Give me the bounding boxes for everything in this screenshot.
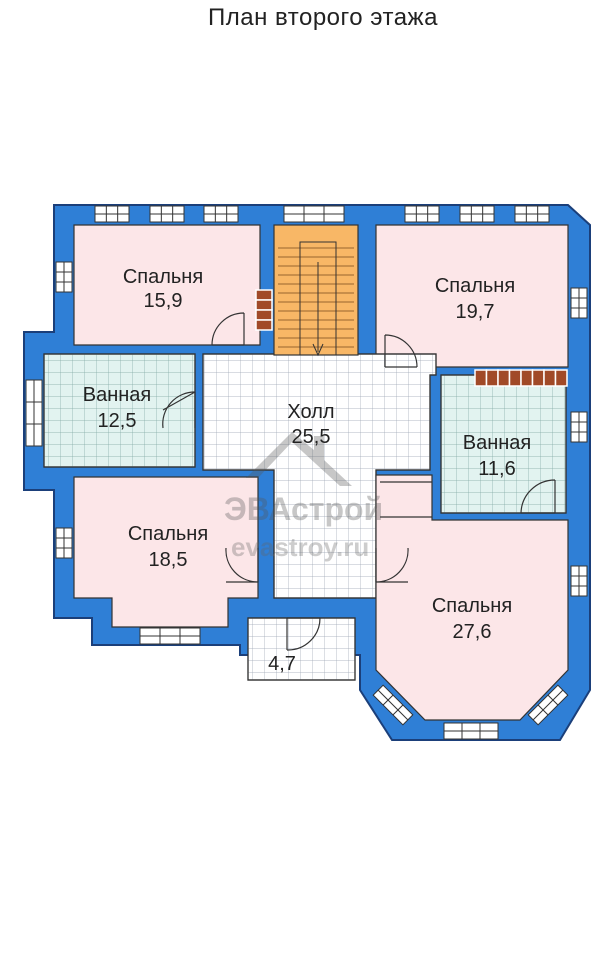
label-bedroom-sw-name: Спальня <box>128 523 208 545</box>
label-hall-area: 25,5 <box>292 426 331 448</box>
chimney-brick <box>255 319 273 331</box>
chimney-brick <box>554 369 568 387</box>
label-bedroom-nw-area: 15,9 <box>144 290 183 312</box>
chimney-brick <box>255 309 273 321</box>
watermark: ЭВАстрой evastroy.ru <box>224 432 383 562</box>
window <box>283 205 345 223</box>
door-bedroom-sw <box>225 547 259 583</box>
label-hall-name: Холл <box>287 401 334 423</box>
window <box>514 205 550 223</box>
window <box>94 205 130 223</box>
window <box>149 205 185 223</box>
watermark-roof-icon <box>246 432 352 486</box>
label-bedroom-se-name: Спальня <box>432 595 512 617</box>
window <box>570 411 588 443</box>
stair-direction-arrow <box>299 241 337 357</box>
window <box>570 287 588 319</box>
doors <box>162 312 556 651</box>
chimney-brick <box>497 369 511 387</box>
label-bath-e-area: 11,6 <box>478 458 515 480</box>
label-bedroom-ne-area: 19,7 <box>456 301 495 323</box>
page-title: План второго этажа <box>208 4 438 31</box>
label-bath-e-name: Ванная <box>463 432 532 454</box>
floor-tile-grid <box>247 617 356 681</box>
room-bedroom-nw <box>73 224 261 346</box>
chimney-brick <box>531 369 545 387</box>
label-bedroom-nw-name: Спальня <box>123 266 203 288</box>
chimney-nw <box>255 289 273 331</box>
window <box>139 627 201 645</box>
label-bath-w-name: Ванная <box>83 384 152 406</box>
chimney-brick <box>485 369 499 387</box>
door-bedroom-se <box>375 547 409 583</box>
label-bedroom-ne-name: Спальня <box>435 275 515 297</box>
chimney-brick <box>508 369 522 387</box>
window <box>404 205 440 223</box>
door-balcony <box>286 617 321 651</box>
hall-nook <box>380 481 432 518</box>
room-bedroom-ne <box>375 224 569 368</box>
window <box>443 722 499 740</box>
room-bedroom-sw <box>73 476 259 628</box>
bath-tile-grid <box>43 353 196 468</box>
chimney-brick <box>474 369 488 387</box>
chimney-brick <box>520 369 534 387</box>
door-bath-w <box>162 391 196 429</box>
window <box>459 205 495 223</box>
window <box>55 527 73 559</box>
window <box>203 205 239 223</box>
door-bath-e <box>520 479 556 514</box>
chimney-brick <box>255 299 273 311</box>
label-bedroom-sw-area: 18,5 <box>149 549 188 571</box>
door-bedroom-ne <box>384 334 418 368</box>
windows <box>25 205 588 740</box>
window <box>55 261 73 293</box>
window <box>527 684 569 726</box>
door-bedroom-nw <box>211 312 245 346</box>
watermark-brand: ЭВАстрой <box>224 491 383 527</box>
label-balcony-area: 4,7 <box>268 653 296 675</box>
watermark-site: evastroy.ru <box>231 532 369 562</box>
staircase <box>273 224 359 356</box>
room-bedroom-se <box>375 474 569 721</box>
window <box>25 379 43 447</box>
label-bedroom-se-area: 27,6 <box>453 621 492 643</box>
window <box>372 684 414 726</box>
window <box>570 565 588 597</box>
chimney-brick <box>255 289 273 301</box>
stair-steps <box>278 241 354 357</box>
chimney-ne <box>474 369 568 387</box>
chimney-brick <box>543 369 557 387</box>
label-bath-w-area: 12,5 <box>98 410 137 432</box>
